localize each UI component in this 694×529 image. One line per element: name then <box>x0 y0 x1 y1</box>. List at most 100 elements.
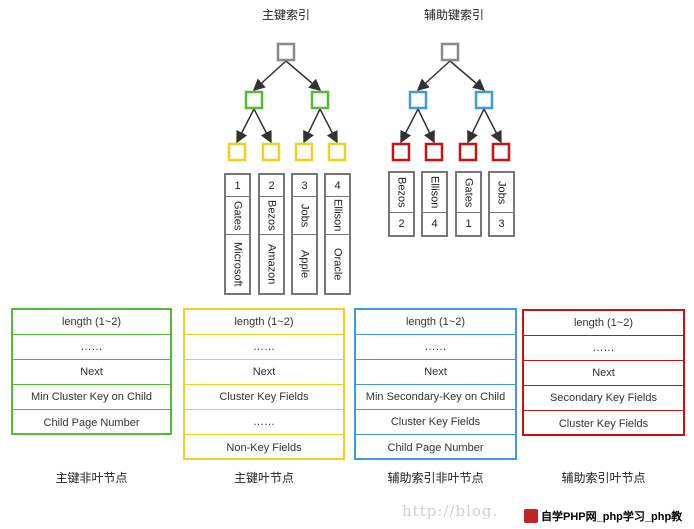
structure-field-row: Next <box>524 361 683 386</box>
leaf-record-cell: Amazon <box>260 235 283 293</box>
tree-edge-arrow <box>416 60 451 92</box>
leaf-record-cell-text: Bezos <box>265 200 278 231</box>
structure-field-row: …… <box>356 335 515 360</box>
leaf-record-cell: Apple <box>293 235 316 293</box>
leaf-record-cell-text: 2 <box>268 179 275 192</box>
tree-edge-arrow <box>285 60 322 91</box>
leaf-record-cell-text: Jobs <box>298 203 311 228</box>
structure-field-row: Secondary Key Fields <box>524 386 683 411</box>
tree-edge-arrow <box>319 108 338 144</box>
caption-primary-leaf: 主键叶节点 <box>233 471 294 485</box>
caption-primary-nonleaf: 主键非叶节点 <box>55 471 128 485</box>
structure-field-row: Next <box>185 360 343 385</box>
leaf-record-cell: Ellison <box>423 173 446 213</box>
leaf-record-cell: 1 <box>457 213 480 235</box>
structure-field-row: …… <box>185 335 343 360</box>
leaf-record-cell-text: 3 <box>301 179 308 192</box>
primary-root-node <box>276 42 296 62</box>
leaf-record-cell: 4 <box>423 213 446 235</box>
leaf-record-cell-text: 1 <box>234 179 241 192</box>
leaf-record-cell-text: 4 <box>334 179 341 192</box>
secondary-leaf-node <box>491 142 511 162</box>
structure-field-row: Min Cluster Key on Child <box>13 385 170 410</box>
structure-field-row: Non-Key Fields <box>226 441 302 454</box>
leaf-record-cell: 3 <box>293 175 316 197</box>
leaf-record-cell: Bezos <box>260 197 283 235</box>
tree-edge-arrow <box>417 108 435 144</box>
leaf-record-cell: Jobs <box>490 173 513 213</box>
leaf-record-cell-text: Bezos <box>395 177 408 208</box>
logo-text: 自学PHP网_php学习_php教 <box>541 511 683 523</box>
leaf-record-cell: 3 <box>490 213 513 235</box>
caption-secondary-leaf: 辅助索引叶节点 <box>561 471 646 485</box>
leaf-record-cell-text: Ellison <box>428 176 441 209</box>
leaf-record-cell: Oracle <box>326 235 349 293</box>
structure-field-row: …… <box>13 335 170 360</box>
tree-edge-arrow <box>303 108 321 144</box>
primary-leaf-node <box>261 142 281 162</box>
tree-edge-arrow <box>253 108 272 144</box>
leaf-record-cell-text: Gates <box>462 177 475 208</box>
secondary-leaf-record: Jobs 3 <box>488 171 515 237</box>
leaf-record-cell: Ellison <box>326 197 349 235</box>
structure-field-row: Min Secondary-Key on Child <box>356 385 515 410</box>
leaf-record-cell: Gates <box>457 173 480 213</box>
structure-field-row: Next <box>13 360 170 385</box>
primary-internal-node <box>244 90 264 110</box>
secondary-leaf-node <box>458 142 478 162</box>
leaf-record-cell: Jobs <box>293 197 316 235</box>
structure-field-row: Next <box>356 360 515 385</box>
leaf-record-cell-text: 4 <box>431 218 438 230</box>
leaf-record-cell-text: Ellison <box>331 199 344 232</box>
leaf-record-cell-text: Apple <box>298 249 311 279</box>
structure-field-row: …… <box>185 410 343 435</box>
leaf-record-cell-text: 1 <box>465 218 472 230</box>
primary-leaf-node <box>327 142 347 162</box>
tree-edge-arrow <box>252 60 287 92</box>
tree-edge-arrow <box>467 108 485 144</box>
tree-edge-arrow <box>449 60 486 91</box>
watermark-url: http://blog. <box>402 502 499 520</box>
caption-secondary-nonleaf: 辅助索引非叶节点 <box>387 471 484 485</box>
structure-field-row: Cluster Key Fields <box>185 385 343 410</box>
structure-field-row: length (1~2) <box>524 311 683 336</box>
leaf-record-cell: Bezos <box>390 173 413 213</box>
site-logo: 自学PHP网_php学习_php教 <box>522 505 694 527</box>
leaf-record-cell-text: Oracle <box>331 247 344 281</box>
secondary-leaf-record: Bezos 2 <box>388 171 415 237</box>
leaf-record-cell: 2 <box>260 175 283 197</box>
structure-field-row: length (1~2) <box>356 310 515 335</box>
secondary-root-node <box>440 42 460 62</box>
structure-field-row: Cluster Key Fields <box>558 417 649 430</box>
secondary-leaf-record: Ellison 4 <box>421 171 448 237</box>
structure-field-row: …… <box>524 336 683 361</box>
leaf-record-cell-text: Jobs <box>495 180 508 205</box>
structure-field-row: length (1~2) <box>185 310 343 335</box>
primary-internal-node <box>310 90 330 110</box>
leaf-record-cell: Gates <box>226 197 249 235</box>
leaf-record-cell-text: 3 <box>498 218 505 230</box>
leaf-record-cell-text: Amazon <box>265 243 278 285</box>
leaf-record-cell-text: 2 <box>398 218 405 230</box>
primary-leaf-node <box>294 142 314 162</box>
secondary-index-title: 辅助键索引 <box>424 8 485 22</box>
logo-mark-icon <box>524 509 538 523</box>
structure-field-row: Cluster Key Fields <box>356 410 515 435</box>
secondary-leaf-record: Gates 1 <box>455 171 482 237</box>
primary-leaf-node <box>227 142 247 162</box>
primary-index-title: 主键索引 <box>262 8 311 22</box>
secondary-leaf-node <box>391 142 411 162</box>
leaf-record-cell: 4 <box>326 175 349 197</box>
leaf-record-cell: Microsoft <box>226 235 249 293</box>
leaf-record-cell-text: Gates <box>231 200 244 231</box>
secondary-leaf-node <box>424 142 444 162</box>
